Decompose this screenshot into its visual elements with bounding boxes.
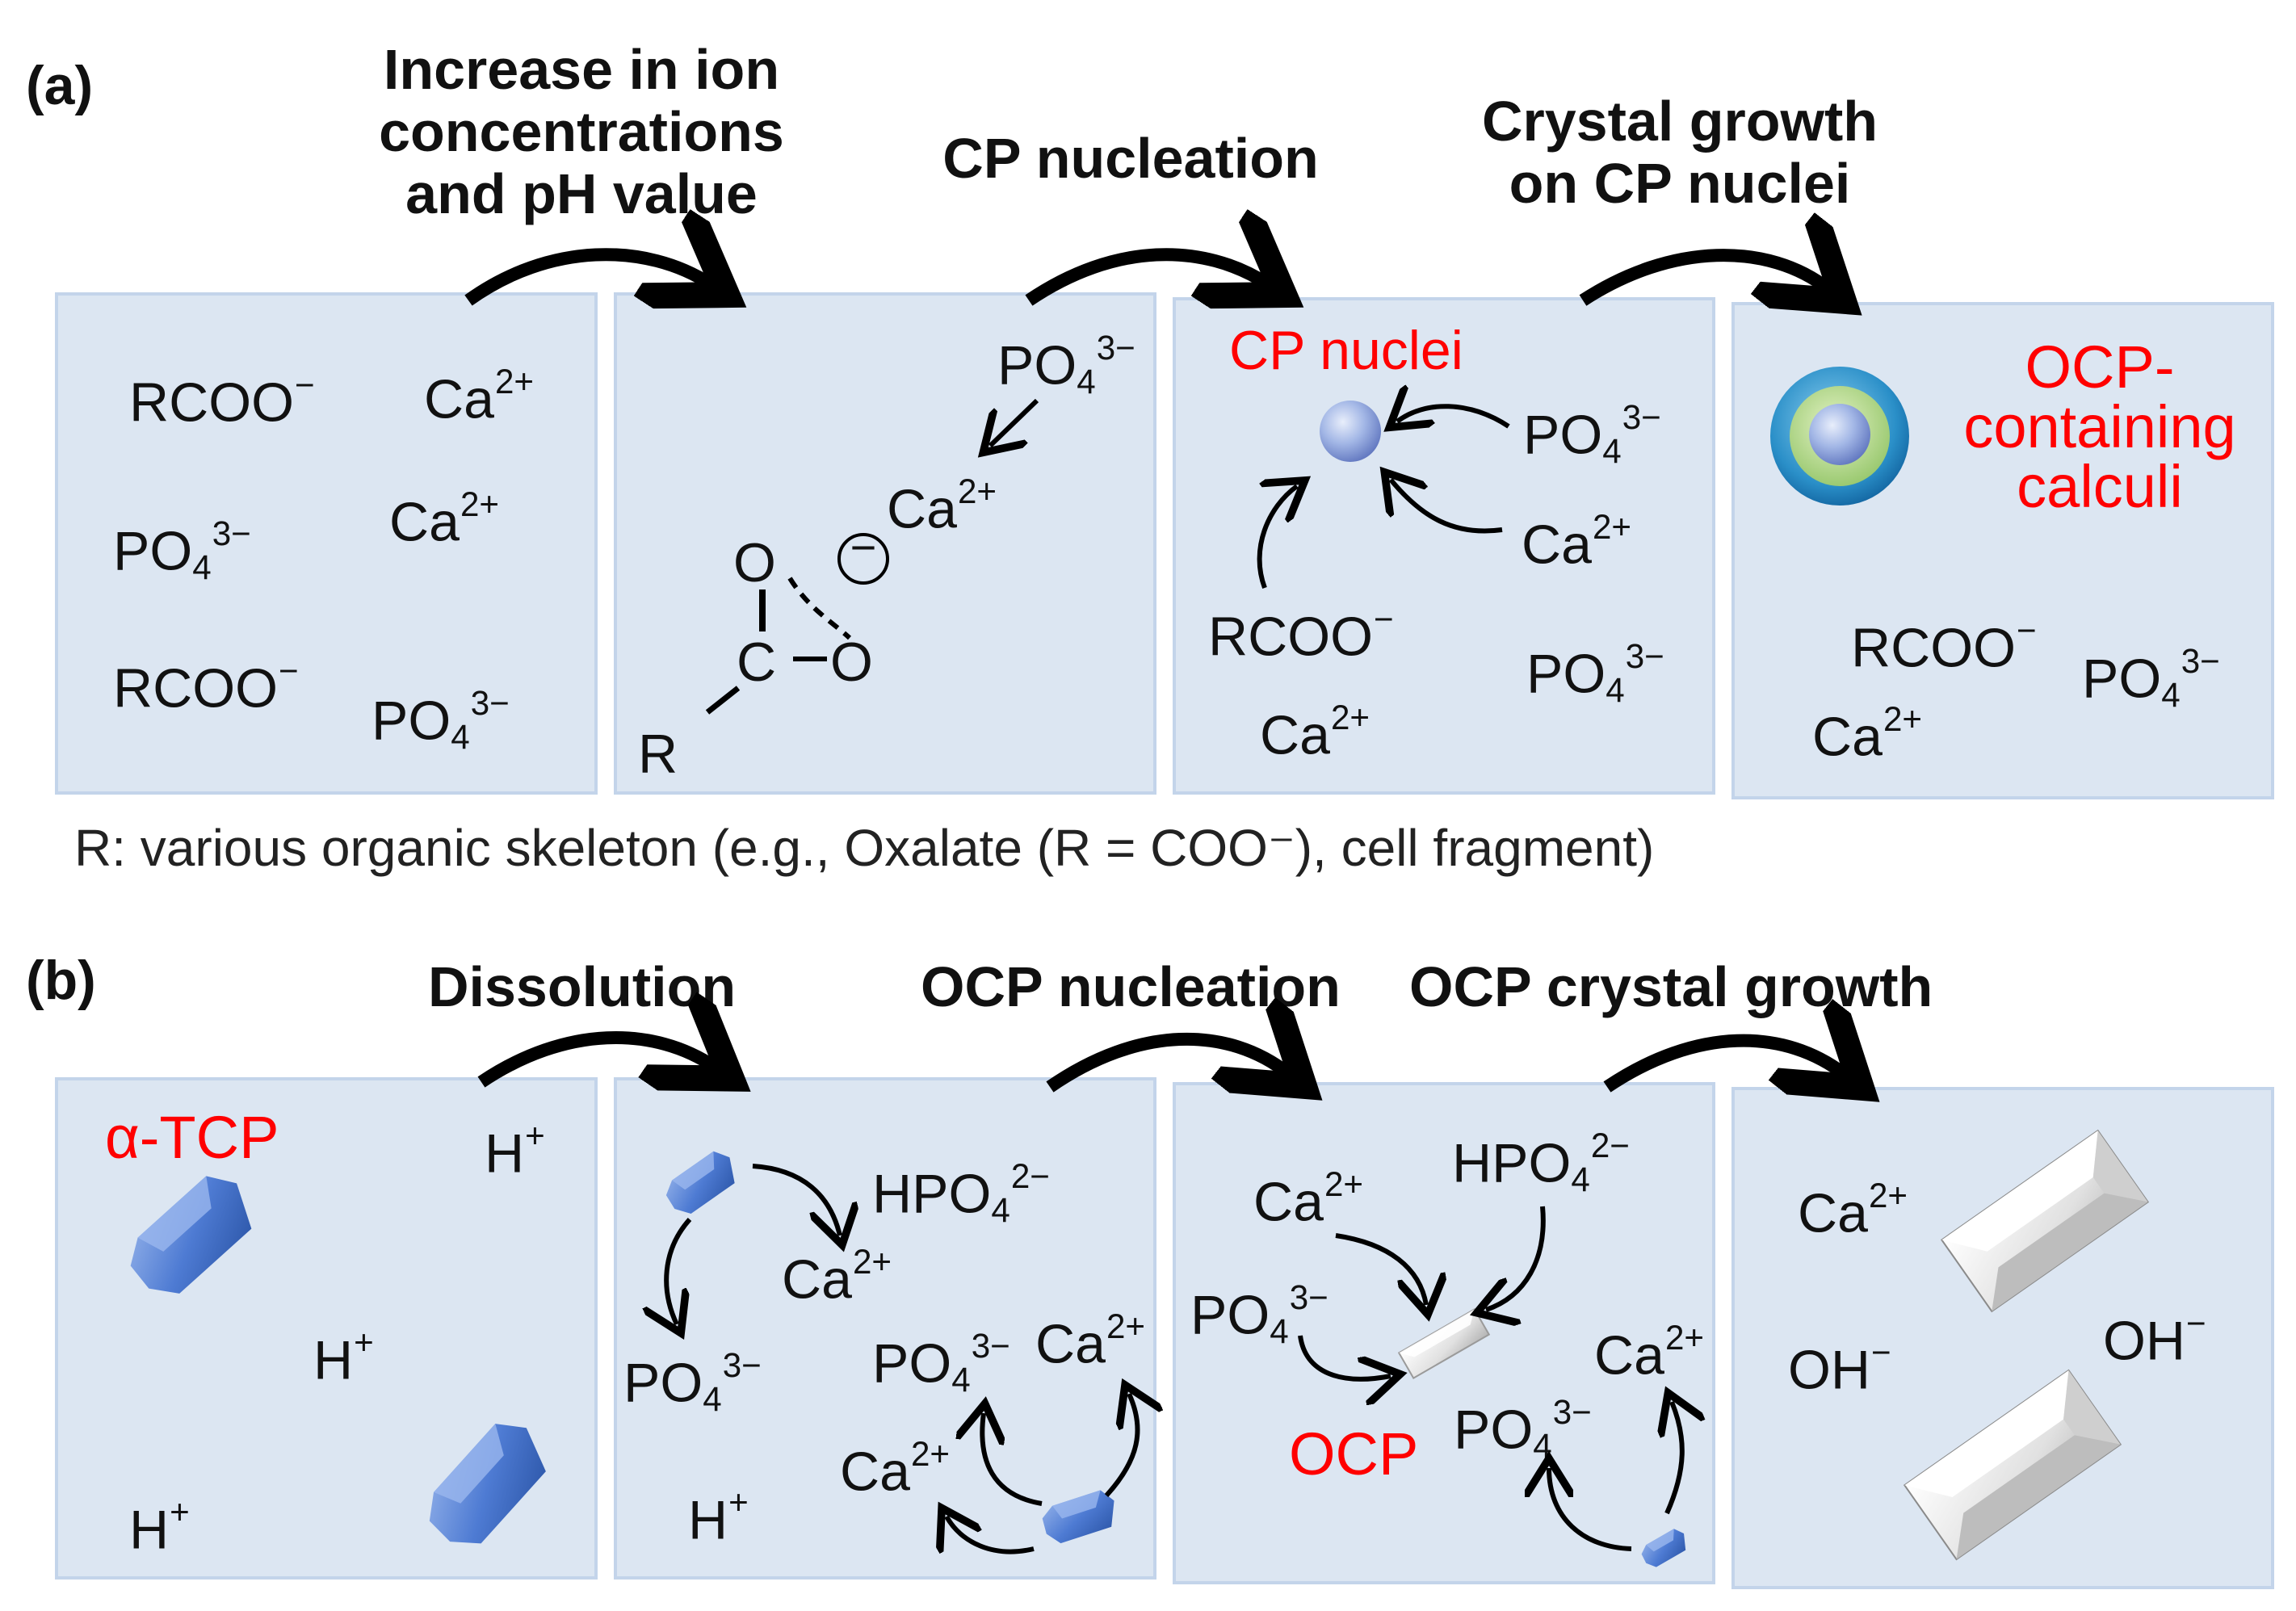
tcp-crystal — [130, 1176, 252, 1294]
step-arrow-b3 — [1603, 1041, 1846, 1087]
ion-calcium: Ca2+ — [1035, 1307, 1146, 1375]
arrow-calcium-to-ocp — [1335, 1233, 1426, 1305]
ocp-crystal — [1940, 1129, 2150, 1313]
tcp-crystal — [1042, 1490, 1114, 1544]
phosphate-to-calcium-arrow — [990, 398, 1039, 446]
arrow-crystal-to-calcium — [1104, 1394, 1138, 1498]
ion-hydrogen-phosphate: HPO42− — [1452, 1126, 1630, 1199]
panel-b-box2 — [614, 1077, 1156, 1580]
arrow-crystal-to-phosphate — [982, 1413, 1043, 1506]
ion-calcium: Ca2+ — [389, 485, 500, 553]
ocp-title: OCP — [1289, 1420, 1419, 1487]
step-arrow-a3 — [1579, 255, 1828, 300]
negative-charge-sign: − — [850, 522, 877, 573]
arrow-crystal-to-phosphate — [1549, 1468, 1632, 1551]
cp-nuclei-title: CP nuclei — [1229, 320, 1463, 381]
carboxyl-oxygen-top: O — [733, 532, 776, 594]
ion-phosphate: PO43− — [2082, 642, 2220, 715]
ion-proton: H+ — [313, 1324, 374, 1391]
ion-rcoo: RCOO− — [129, 366, 315, 434]
ion-phosphate: PO43− — [872, 1327, 1010, 1399]
step-arrow-a1 — [464, 254, 711, 300]
panel-a-box1 — [55, 292, 598, 795]
ion-proton: H+ — [129, 1493, 190, 1561]
panel-a-tag: (a) — [26, 55, 94, 116]
arrow-phosphate-to-nucleus — [1397, 406, 1510, 426]
ion-calcium: Ca2+ — [887, 472, 997, 540]
ion-phosphate: PO43− — [1454, 1393, 1592, 1466]
ion-hydrogen-phosphate: HPO42− — [872, 1157, 1050, 1230]
arrow-crystal-to-phosphate — [666, 1218, 692, 1324]
tcp-crystal — [1641, 1529, 1686, 1567]
ocp-crystal — [1397, 1308, 1491, 1379]
ion-calcium: Ca2+ — [1594, 1319, 1705, 1387]
panel-a-box3 — [1173, 297, 1715, 795]
ion-phosphate: PO43− — [623, 1346, 762, 1419]
arrow-calcium-to-nucleus — [1391, 480, 1503, 534]
arrow-crystal-to-calcium — [1667, 1402, 1682, 1515]
coordination-dashed-bond — [787, 577, 852, 640]
ion-calcium: Ca2+ — [782, 1243, 892, 1311]
ion-hydroxide: OH− — [1788, 1333, 1891, 1401]
arrow-hydrogen-phosphate-to-ocp — [1486, 1206, 1546, 1310]
ion-calcium: Ca2+ — [1812, 700, 1923, 768]
ion-phosphate: PO43− — [113, 514, 251, 587]
carboxyl-oxygen-right: O — [830, 631, 873, 693]
arrow-phosphate-to-ocp — [1298, 1335, 1391, 1379]
negative-charge-circle — [837, 533, 889, 585]
ion-phosphate: PO43− — [997, 329, 1135, 401]
ion-phosphate: PO43− — [1190, 1278, 1328, 1351]
ion-proton: H+ — [485, 1117, 545, 1185]
step-a2-label: CP nucleation — [942, 127, 1319, 190]
ion-proton: H+ — [688, 1483, 749, 1551]
ion-calcium: Ca2+ — [840, 1435, 951, 1503]
arrow-rcoo-to-nucleus — [1257, 486, 1297, 589]
ocp-crystal — [1903, 1369, 2122, 1561]
step-a3-label: Crystal growth on CP nuclei — [1481, 90, 1878, 215]
ion-calcium: Ca2+ — [424, 363, 535, 430]
carboxyl-carbon: C — [737, 631, 777, 693]
step-arrow-b1 — [477, 1038, 716, 1082]
cp-nucleus-sphere — [1320, 401, 1381, 462]
tcp-crystal — [665, 1151, 735, 1214]
alpha-tcp-title: α-TCP — [105, 1104, 279, 1171]
tcp-crystal — [429, 1424, 546, 1544]
ion-calcium: Ca2+ — [1798, 1177, 1908, 1244]
r-group-footnote: R: various organic skeleton (e.g., Oxala… — [74, 819, 1655, 877]
ion-phosphate: PO43− — [1523, 398, 1661, 471]
ion-rcoo: RCOO− — [1851, 611, 2037, 679]
ion-hydroxide: OH− — [2103, 1304, 2206, 1372]
ion-rcoo: RCOO− — [1208, 600, 1394, 668]
ion-rcoo: RCOO− — [113, 652, 299, 719]
ion-calcium: Ca2+ — [1260, 699, 1370, 766]
panel-b-tag: (b) — [26, 950, 96, 1011]
r-bond — [705, 686, 741, 715]
ion-phosphate: PO43− — [1526, 637, 1664, 710]
ocp-calculi-title: OCP- containing calculi — [1963, 334, 2236, 520]
arrow-crystal-to-calcium — [947, 1517, 1035, 1554]
arrow-crystal-to-calcium — [752, 1164, 840, 1236]
ion-calcium: Ca2+ — [1253, 1165, 1364, 1233]
calculus-core — [1809, 404, 1870, 465]
step-arrow-a2 — [1025, 254, 1268, 300]
panel-a-box2 — [614, 292, 1156, 795]
step-arrow-b2 — [1046, 1039, 1289, 1087]
r-group-label: R — [638, 724, 678, 785]
ion-phosphate: PO43− — [371, 684, 510, 757]
ion-calcium: Ca2+ — [1522, 508, 1632, 576]
